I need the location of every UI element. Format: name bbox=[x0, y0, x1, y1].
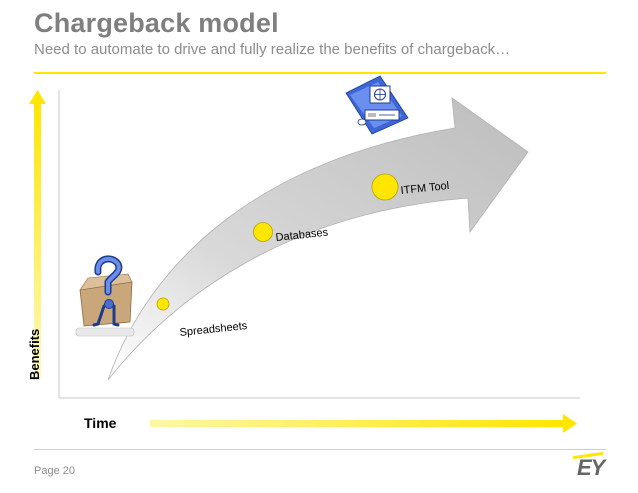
benefits-arrow bbox=[29, 90, 46, 378]
footer-divider bbox=[34, 449, 606, 450]
page-number: Page 20 bbox=[34, 465, 75, 477]
stage-label-itfm-tool: ITFM Tool bbox=[400, 180, 450, 197]
page-title: Chargeback model bbox=[34, 8, 279, 38]
stage-label-spreadsheets: Spreadsheets bbox=[179, 320, 248, 339]
x-axis-label: Time bbox=[84, 415, 117, 431]
time-arrow bbox=[150, 414, 577, 433]
stage-dot-itfm-tool bbox=[371, 173, 399, 201]
ey-logo: EY bbox=[577, 455, 605, 480]
person-with-question-mark-icon bbox=[75, 255, 135, 337]
stage-label-databases: Databases bbox=[275, 227, 329, 244]
computer-workstation-icon bbox=[345, 75, 409, 135]
y-axis-label: Benefits bbox=[27, 328, 42, 380]
growth-curve-arrow bbox=[107, 97, 529, 381]
header-divider bbox=[34, 72, 606, 74]
stage-dot-spreadsheets bbox=[156, 297, 170, 311]
page-subtitle: Need to automate to drive and fully real… bbox=[34, 41, 511, 58]
stage-dot-databases bbox=[253, 222, 273, 242]
